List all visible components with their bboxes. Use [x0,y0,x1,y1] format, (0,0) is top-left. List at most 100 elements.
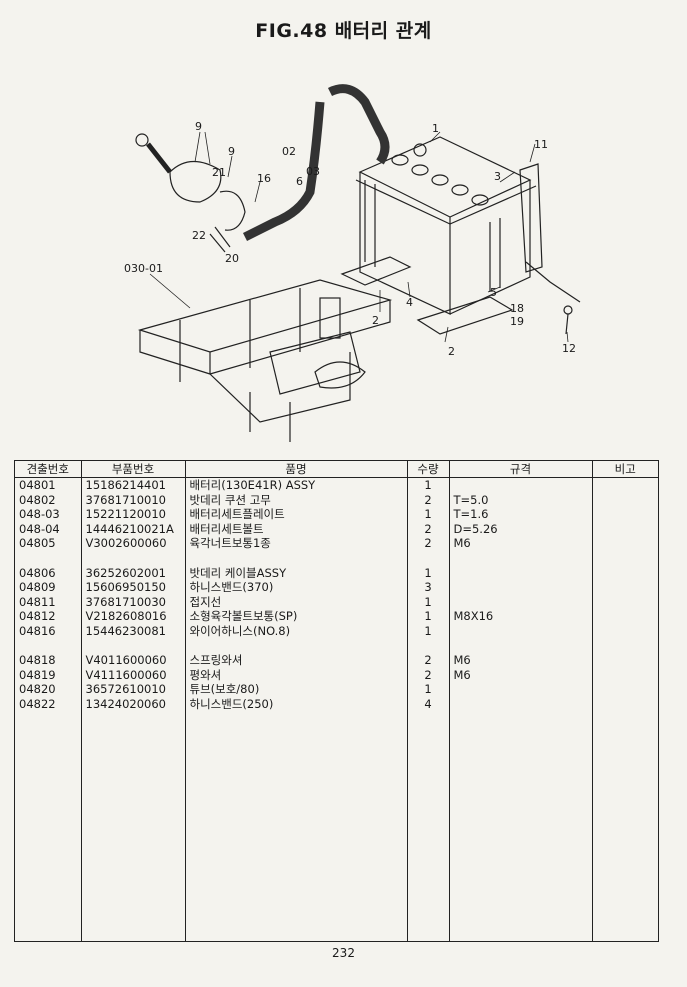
cell-name: 스프링와셔 [185,653,408,668]
cell-remark [592,507,658,522]
cell-part-no: V2182608016 [81,609,186,624]
cell-remark [592,595,658,610]
cell-name: 와이어하니스(NO.8) [185,623,408,639]
callout-18: 18 [510,302,524,315]
cell-spec: M8X16 [449,609,593,624]
page-title: FIG.48 배터리 관계 [255,20,432,42]
callout-3: 3 [494,170,501,183]
cell-name: 배터리(130E41R) ASSY [185,477,408,493]
cell-spec [449,682,593,697]
callout-16: 16 [257,172,271,185]
header-spec: 규격 [449,461,593,478]
cell-qty [407,638,450,654]
callout-20: 20 [225,252,239,265]
cell-name: 소형육각볼트보통(SP) [185,609,408,624]
cell-code: 048-03 [15,507,82,522]
cell-part-no: V4111600060 [81,667,186,683]
callout-1: 1 [432,122,439,135]
cell-remark [592,551,658,566]
callout-5: 5 [490,286,497,299]
cell-spec [449,550,593,566]
cell-part-no: 15221120010 [81,507,186,522]
cell-qty: 1 [407,594,450,610]
cell-qty: 3 [407,580,450,595]
cell-spec: M6 [449,536,593,551]
cell-name: 튜브(보호/80) [185,682,408,697]
callout-02: 02 [282,145,296,158]
cell-code: 04812 [15,609,82,624]
cell-name: 육각너트보통1종 [185,536,408,551]
cell-part-no: V4011600060 [81,653,186,668]
cell-code: 048-04 [15,521,82,537]
page-number: 232 [332,946,355,960]
callout-9-right: 9 [228,145,235,158]
cell-part-no [81,550,186,566]
cell-remark [592,668,658,683]
table-row [15,638,658,654]
header-name: 품명 [185,461,408,478]
cell-part-no: 13424020060 [81,696,186,712]
cell-spec [449,594,593,610]
cell-name: 배터리세트플레이트 [185,507,408,522]
cell-qty: 1 [407,682,450,697]
cell-qty: 1 [407,623,450,639]
cell-spec: T=5.0 [449,492,593,508]
cell-part-no: 36252602001 [81,565,186,581]
callout-22: 22 [192,229,206,242]
cell-qty: 1 [407,609,450,624]
callout-12: 12 [562,342,576,355]
cell-spec [449,565,593,581]
exploded-parts-diagram: 9 9 21 22 16 20 02 03 6 1 3 11 030-01 2 … [20,52,680,457]
cell-remark [592,697,658,712]
cell-part-no: 15606950150 [81,580,186,595]
cell-qty: 2 [407,667,450,683]
cell-part-no: 37681710030 [81,594,186,610]
cell-qty: 1 [407,477,450,493]
callout-11: 11 [534,138,548,151]
cell-remark [592,536,658,551]
table-row [15,550,658,566]
header-remark: 비고 [592,461,658,478]
cell-spec: T=1.6 [449,507,593,522]
cell-name: 밧데리 케이블ASSY [185,565,408,581]
cell-qty: 2 [407,653,450,668]
callout-2-upper: 2 [372,314,379,327]
cell-code: 04805 [15,536,82,551]
battery-assembly-drawing: 9 9 21 22 16 20 02 03 6 1 3 11 030-01 2 … [124,84,581,442]
cell-part-no: 14446210021A [81,521,186,537]
cell-code: 04822 [15,696,82,712]
cell-part-no: V3002600060 [81,536,186,551]
cell-spec [449,623,593,639]
cell-remark [592,493,658,508]
callout-03: 03 [306,165,320,178]
cell-name: 평와셔 [185,667,408,683]
cell-remark [592,566,658,581]
cell-code: 04802 [15,492,82,508]
cell-code [15,550,82,566]
cell-code: 04818 [15,653,82,668]
cell-name: 밧데리 쿠션 고무 [185,492,408,508]
cell-code [15,638,82,654]
cell-name [185,550,408,566]
cell-code: 04811 [15,594,82,610]
cell-qty: 4 [407,696,450,712]
cell-remark [592,624,658,639]
header-qty: 수량 [407,461,450,478]
cell-code: 04801 [15,477,82,493]
cell-qty: 1 [407,565,450,581]
header-code: 견출번호 [15,461,82,478]
cell-remark [592,580,658,595]
cell-name: 하니스밴드(370) [185,580,408,595]
cell-part-no: 37681710010 [81,492,186,508]
cell-spec: M6 [449,653,593,668]
table-header-row: 견출번호 부품번호 품명 수량 규격 비고 [15,461,658,478]
cell-remark [592,522,658,537]
cell-spec: D=5.26 [449,521,593,537]
